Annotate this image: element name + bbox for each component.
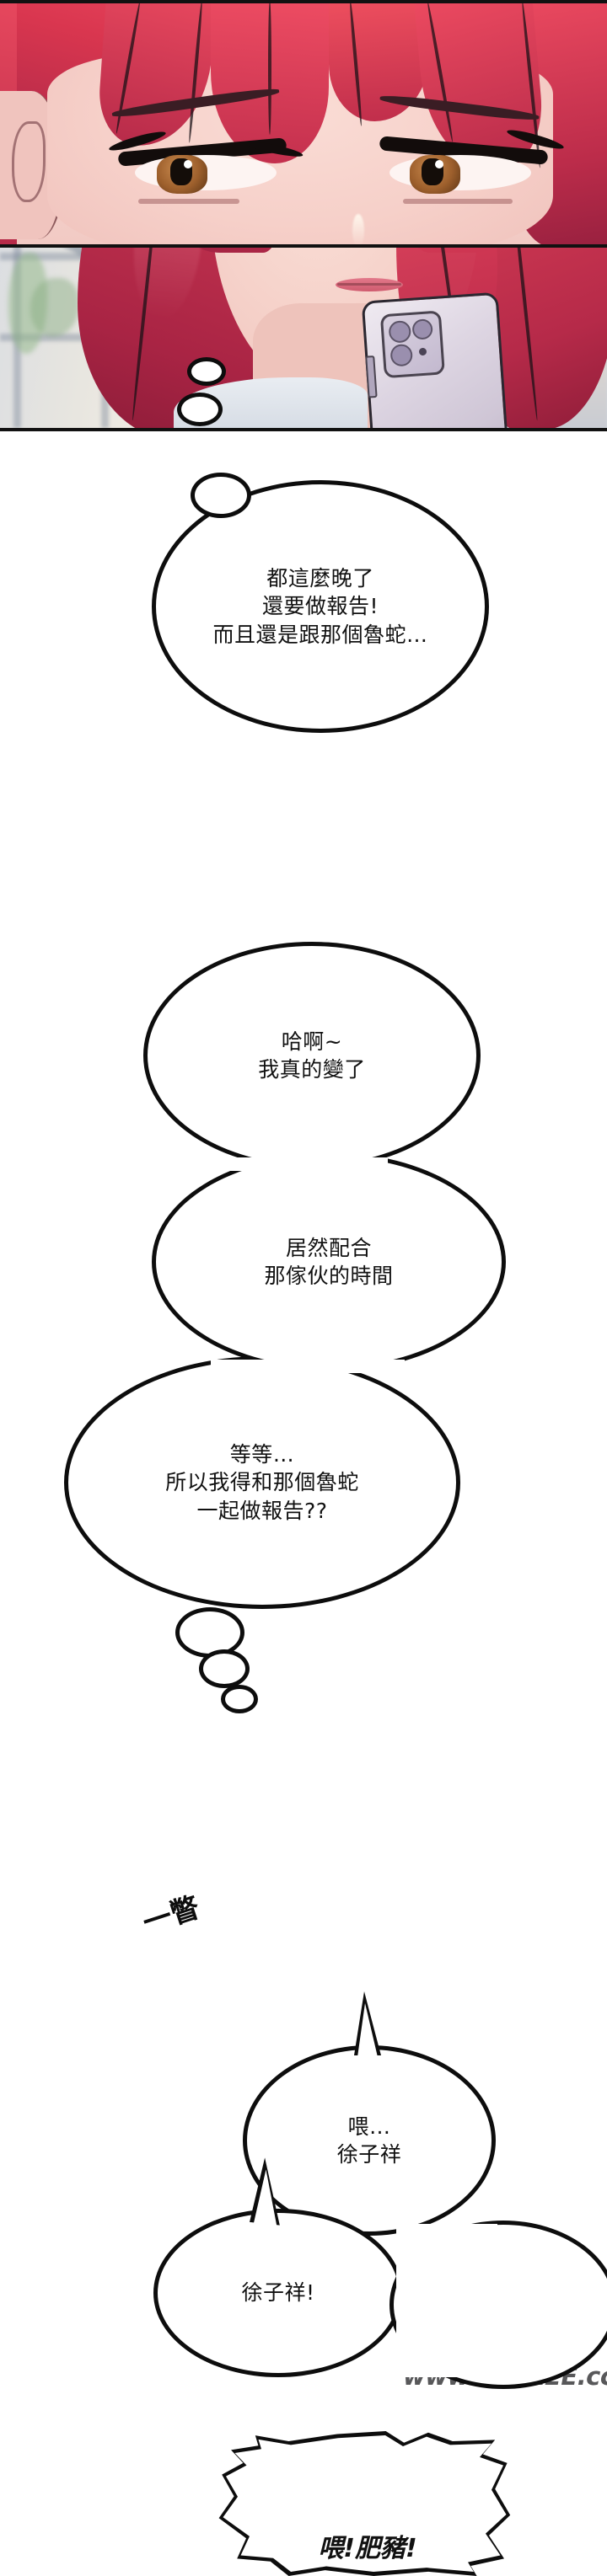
hair-line: [268, 3, 271, 135]
thought-bubble-4-text: 等等… 所以我得和那個魯蛇 一起做報告??: [165, 1440, 359, 1526]
bubble-line: 哈啊~: [281, 1029, 343, 1054]
bubble-line: 徐子祥!: [241, 2280, 315, 2306]
bubble-merge-mask: [219, 1157, 388, 1171]
under-eye-line-right: [403, 199, 513, 204]
eye-glint-right: [435, 160, 443, 168]
thought-bubble-3-text: 居然配合 那傢伙的時間: [264, 1234, 393, 1291]
speech-bubble-6: 徐子祥!: [153, 2209, 403, 2377]
thought-tail-dot: [177, 393, 223, 426]
thought-bubble-2-text: 哈啊~ 我真的變了: [258, 1028, 366, 1084]
bubble-line: 喂…: [347, 2114, 391, 2139]
thought-bubble-3: 居然配合 那傢伙的時間: [152, 1152, 506, 1371]
thought-bubble-1-text: 都這麼晚了 還要做報告! 而且還是跟那個魯蛇…: [212, 564, 427, 649]
thought-bubble-1-tail-dot: [191, 473, 251, 518]
phone-camera-lens: [388, 319, 412, 344]
ear-inner: [12, 121, 46, 202]
bubble-line: 我真的變了: [258, 1057, 366, 1082]
speech-bubble-5-tail-fill: [357, 2003, 378, 2057]
lip-line: [337, 283, 401, 286]
phone-camera-module: [379, 310, 445, 379]
phone-camera-lens: [411, 318, 433, 340]
speech-bubble-5: 喂… 徐子祥: [243, 2045, 496, 2236]
speech-bubble-5-text: 喂… 徐子祥: [337, 2113, 402, 2169]
bubble-merge-mask: [396, 2224, 497, 2377]
plant-blur: [30, 278, 79, 337]
bubble-line: 徐子祥: [336, 2142, 402, 2167]
phone-camera-lens: [389, 343, 414, 367]
bubble-line: 所以我得和那個魯蛇: [165, 1470, 359, 1495]
plant-blur: [8, 253, 47, 354]
thought-bubble-1: 都這麼晚了 還要做報告! 而且還是跟那個魯蛇…: [152, 480, 489, 733]
thought-tail-dot: [221, 1685, 258, 1713]
smartphone: [361, 291, 511, 428]
panel-two: [0, 0, 607, 248]
thought-bubble-2: 哈啊~ 我真的變了: [143, 942, 481, 1169]
bubble-merge-mask: [211, 1360, 405, 1373]
bubble-line: 那傢伙的時間: [264, 1264, 394, 1288]
nose-highlight: [352, 214, 364, 244]
shout-bubble-7: 喂!肥豬!: [216, 2431, 519, 2576]
bubble-line: 而且還是跟那個魯蛇…: [212, 622, 428, 647]
bubble-line: 一起做報告??: [196, 1498, 328, 1523]
bubble-line: 都這麼晚了: [266, 565, 374, 591]
phone-side-button: [365, 355, 378, 398]
shout-bubble-7-text: 喂!肥豬!: [318, 2534, 417, 2563]
thought-tail-dot: [187, 357, 226, 386]
thought-bubble-4: 等等… 所以我得和那個魯蛇 一起做報告??: [64, 1356, 460, 1609]
under-eye-line-left: [138, 199, 239, 204]
speech-bubble-6-text: 徐子祥!: [241, 2279, 314, 2307]
shout-bubble-fill: [223, 2435, 507, 2572]
phone-flash: [418, 347, 427, 356]
thought-tail-dot: [199, 1649, 250, 1688]
sfx-glance: 一瞥: [138, 1890, 204, 1941]
bubble-line: 等等…: [229, 1441, 295, 1467]
bubble-line: 居然配合: [285, 1235, 372, 1260]
bubble-line: 還要做報告!: [261, 594, 379, 619]
eye-glint-left: [184, 160, 192, 168]
thought-tail-dot: [175, 1607, 244, 1658]
